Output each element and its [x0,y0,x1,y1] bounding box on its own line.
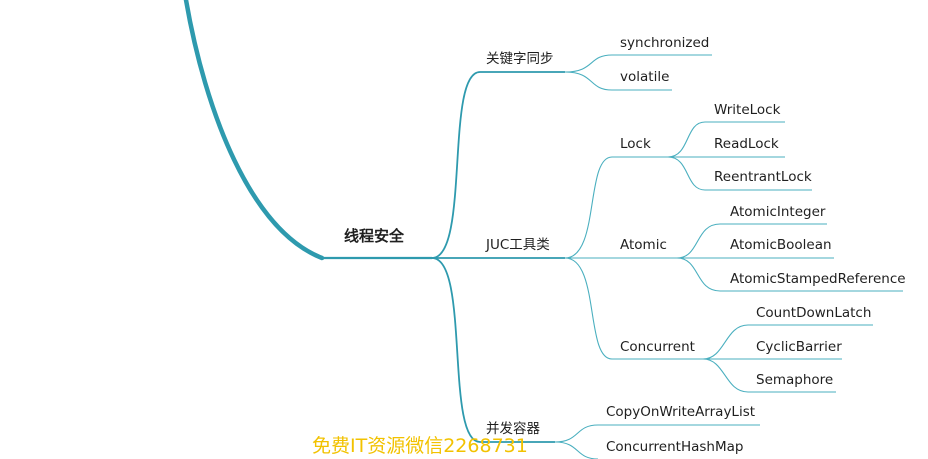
node-atomicinteger[interactable]: AtomicInteger [730,204,826,220]
node-reentrantlock[interactable]: ReentrantLock [714,169,812,185]
connector-concurrent-semaphore [702,358,836,393]
branch-keyword-sync[interactable]: 关键字同步 [486,51,554,67]
node-semaphore[interactable]: Semaphore [756,372,834,388]
connector-container-cow [554,424,760,443]
connector-atomic-stamped [676,257,903,292]
node-copyonwritearraylist[interactable]: CopyOnWriteArrayList [606,404,756,420]
root-node-thread-safety[interactable]: 线程安全 [344,227,405,245]
branch-concurrent-containers[interactable]: 并发容器 [486,421,540,437]
connector-keyword-synchronized [564,54,712,73]
watermark-text: 免费IT资源微信2268731 [312,435,528,457]
connector-concurrent-countdown [702,324,873,360]
connector-keyword-volatile [564,71,672,91]
connector-lock-reentrantlock [667,156,812,191]
connector-lock-writelock [667,121,785,158]
node-atomic[interactable]: Atomic [620,237,667,253]
branch-juc-tools[interactable]: JUC工具类 [486,237,550,253]
node-concurrent[interactable]: Concurrent [620,339,695,355]
node-volatile[interactable]: volatile [620,69,670,85]
node-synchronized[interactable]: synchronized [620,35,710,51]
node-atomicboolean[interactable]: AtomicBoolean [730,237,832,253]
root-parent-branch [183,0,325,261]
connector-juc-concurrent [564,257,703,360]
connector-atomic-integer [676,223,827,259]
connector-root-container [431,257,555,443]
connector-juc-lock [564,156,668,259]
node-readlock[interactable]: ReadLock [714,136,779,152]
connector-root-keyword [431,71,565,259]
node-concurrenthashmap[interactable]: ConcurrentHashMap [606,439,744,455]
node-writelock[interactable]: WriteLock [714,102,781,118]
node-atomicstampedreference[interactable]: AtomicStampedReference [730,271,906,287]
node-cyclicbarrier[interactable]: CyclicBarrier [756,339,842,355]
node-countdownlatch[interactable]: CountDownLatch [756,305,872,321]
connector-container-chm [554,441,599,459]
node-lock[interactable]: Lock [620,136,651,152]
